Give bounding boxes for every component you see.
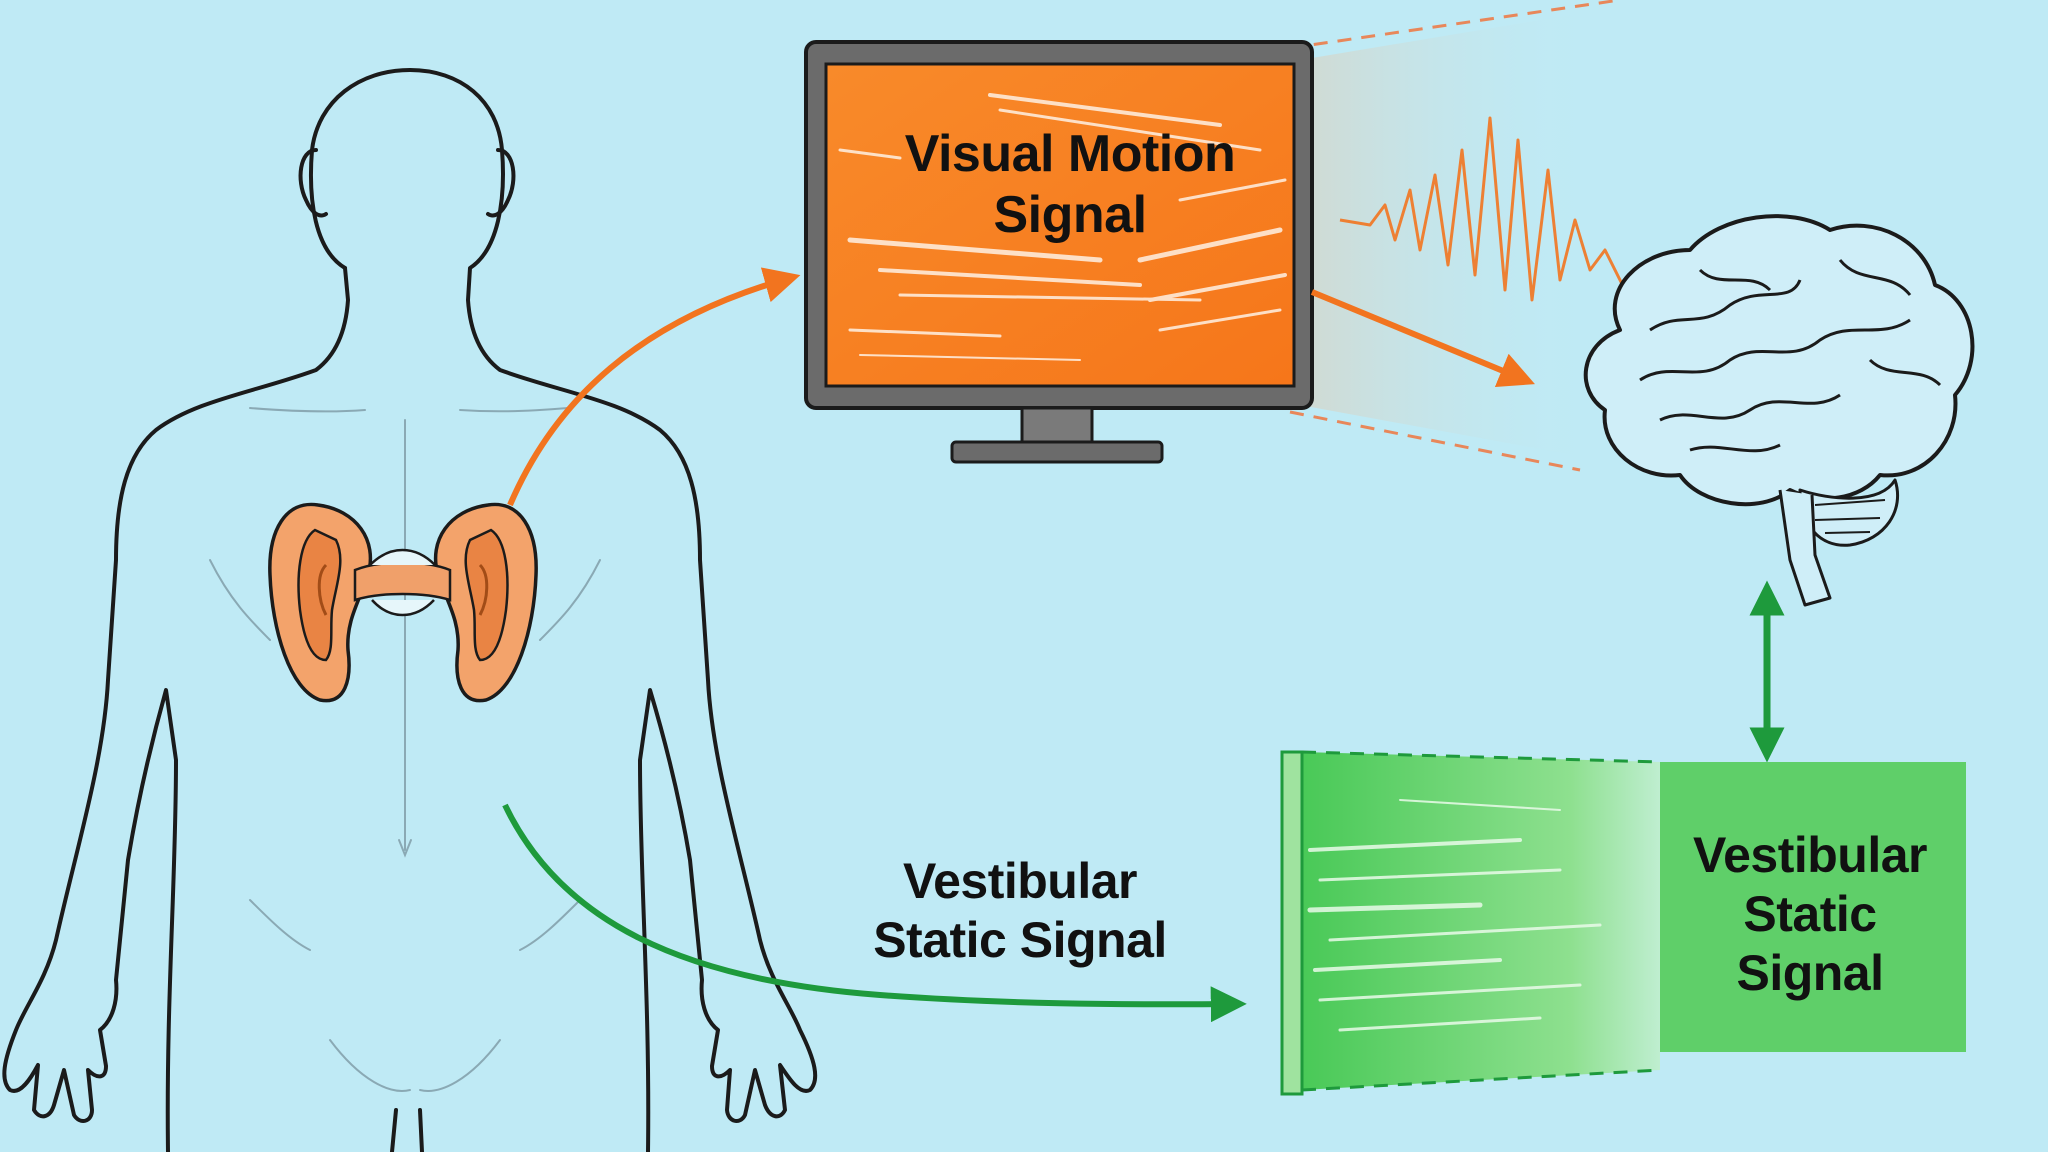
- monitor-glow: [1300, 10, 1600, 460]
- vestibular-panel-label-line3: Signal: [1736, 945, 1884, 1001]
- arrow-monitor-to-brain: [1310, 289, 1535, 388]
- waveform-icon: [1339, 116, 1641, 302]
- vestibular-panel-label-line1: Vestibular: [1693, 827, 1928, 883]
- green-motion-streaks: [1307, 799, 1602, 1032]
- vestibular-panel-label-line2: Static: [1743, 886, 1877, 942]
- arrow-ear-to-monitor: [507, 267, 801, 507]
- vestibular-static-label-line2: Static Signal: [873, 912, 1167, 968]
- visual-motion-label-line1: Visual Motion: [904, 125, 1236, 183]
- vestibular-static-label: Vestibular Static Signal: [835, 852, 1205, 970]
- human-figure-icon: [2, 68, 818, 1152]
- vestibular-static-label-line1: Vestibular: [903, 853, 1138, 909]
- monitor-projection-lines: [1289, 0, 1621, 472]
- monitor-icon: [804, 40, 1314, 464]
- ear-icon: [268, 502, 538, 703]
- vestibular-panel: [1280, 750, 1966, 1096]
- visual-motion-label: Visual Motion Signal: [860, 124, 1280, 247]
- visual-motion-label-line2: Signal: [993, 186, 1147, 245]
- arrow-body-to-vestibular: [502, 803, 1247, 1023]
- body-contour-lines: [209, 407, 601, 1092]
- motion-streaks: [838, 93, 1287, 361]
- vestibular-panel-label: Vestibular Static Signal: [1660, 826, 1960, 1003]
- brain-icon: [1583, 214, 1975, 607]
